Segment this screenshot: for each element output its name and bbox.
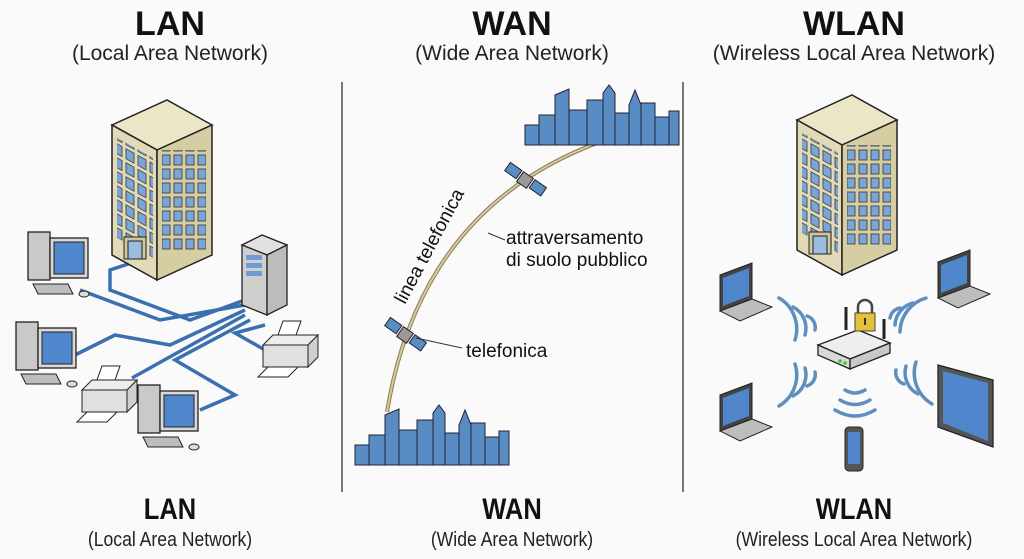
padlock-icon: [854, 298, 876, 332]
wan-footer: WAN (Wide Area Network): [342, 492, 682, 552]
laptop-2-icon: [937, 249, 991, 309]
callout-label-3: telefonica: [466, 341, 548, 362]
wlan-header: WLAN (Wireless Local Area Network): [684, 6, 1024, 66]
cable-printer2-server: [230, 323, 266, 352]
cable-building-server: [108, 258, 246, 322]
laptop-3-icon: [719, 382, 773, 442]
callout-label-1: attraversamento: [506, 228, 643, 249]
city-skyline-top-icon: [524, 84, 680, 146]
lan-footer-subtitle: (Local Area Network): [87, 529, 253, 551]
curve-label: linea telefonica: [391, 185, 469, 307]
cable-pc2-server: [74, 308, 246, 357]
wlan-building-icon: [796, 94, 898, 276]
lan-printer-2-icon: [257, 320, 319, 378]
satellite-bottom-icon: [384, 316, 427, 352]
lan-diagram: [15, 99, 319, 451]
wlan-footer: WLAN (Wireless Local Area Network): [684, 492, 1024, 552]
lan-building-icon: [111, 99, 213, 281]
wan-title: WAN: [472, 5, 552, 43]
callout-label-2: di suolo pubblico: [506, 250, 648, 271]
wlan-title: WLAN: [803, 5, 905, 43]
wan-header: WAN (Wide Area Network): [342, 6, 682, 66]
city-skyline-bottom-icon: [354, 404, 510, 466]
wan-diagram: linea telefonica attraversamento di suol…: [354, 84, 680, 466]
smartphone-icon: [844, 426, 864, 472]
callout-line-1: [487, 232, 506, 241]
lan-printer-1-icon: [76, 365, 138, 423]
wan-footer-title: WAN: [482, 493, 542, 526]
wlan-footer-subtitle: (Wireless Local Area Network): [735, 529, 973, 551]
divider-left: [341, 82, 343, 492]
lan-footer-title: LAN: [143, 493, 197, 526]
router-icon: [816, 307, 892, 370]
callout-line-2: [415, 337, 463, 349]
laptop-1-icon: [719, 262, 773, 322]
wan-subtitle: (Wide Area Network): [415, 42, 609, 65]
lan-header: LAN (Local Area Network): [0, 6, 340, 66]
lan-pc-3-icon: [137, 384, 200, 451]
wlan-subtitle: (Wireless Local Area Network): [712, 42, 996, 65]
tablet-icon: [937, 364, 994, 448]
lan-pc-2-icon: [15, 321, 78, 388]
wifi-waves: [777, 296, 934, 418]
lan-cables: [74, 258, 266, 412]
wlan-footer-title: WLAN: [815, 493, 893, 526]
lan-subtitle: (Local Area Network): [71, 42, 269, 65]
cable-pc3-server: [171, 318, 251, 412]
lan-footer: LAN (Local Area Network): [0, 492, 340, 552]
lan-pc-1-icon: [27, 231, 90, 298]
wlan-diagram: [719, 94, 994, 472]
cable-printer1-server: [131, 313, 246, 380]
server-icon: [240, 234, 289, 317]
divider-right: [682, 82, 684, 492]
wan-footer-subtitle: (Wide Area Network): [430, 529, 594, 551]
lan-title: LAN: [135, 5, 205, 43]
cable-pc1-server: [79, 288, 246, 322]
